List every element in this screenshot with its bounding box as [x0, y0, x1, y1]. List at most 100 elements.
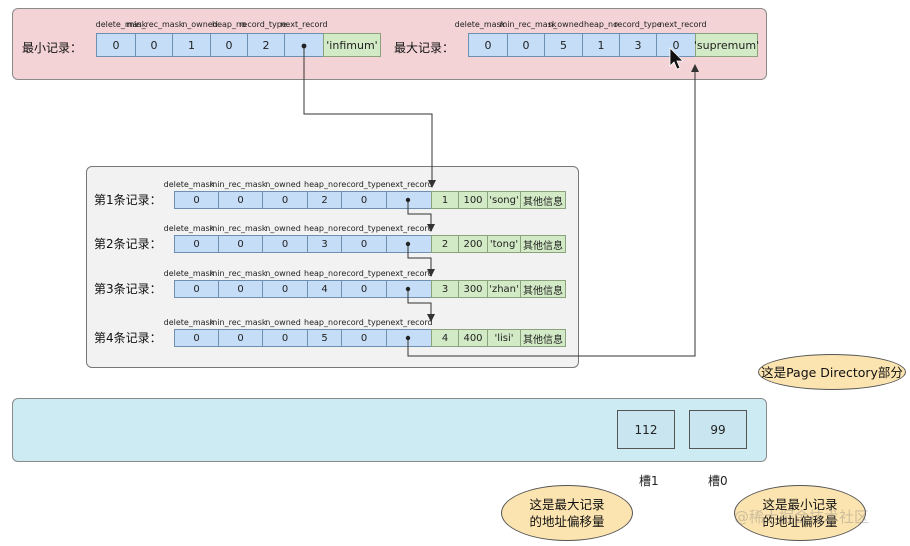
infimum-hdr-delete-mask: delete_mask — [95, 20, 147, 29]
record-1-label: 第1条记录： — [94, 193, 162, 207]
infimum-label: 最小记录： — [22, 41, 83, 55]
infimum-min-rec-mask: 0 — [135, 33, 173, 57]
supremum-hdr-min-rec-mask: min_rec_mask — [499, 20, 557, 29]
record-4-delete-mask: 0 — [174, 329, 219, 347]
supremum-name: 'supremum' — [694, 33, 759, 57]
record-1-hdr-n-owned: n_owned — [265, 180, 301, 189]
supremum-delete-mask: 0 — [468, 33, 508, 57]
supremum-hdr-heap-no: heap_no — [584, 20, 618, 29]
record-4-hdr-record-type: record_type — [338, 318, 386, 327]
infimum-delete-mask: 0 — [96, 33, 136, 57]
supremum-hdr-n-owned: n_owned — [548, 20, 584, 29]
infimum-hdr-record-type: record_type — [239, 20, 287, 29]
record-2-heap-no: 3 — [307, 235, 342, 253]
watermark: @稀土掘金技术社区 — [734, 508, 870, 526]
record-1-heap-no: 2 — [307, 191, 342, 209]
slot-1-label: 槽1 — [639, 474, 659, 488]
record-1-n-owned: 0 — [262, 191, 308, 209]
record-3-label: 第3条记录： — [94, 282, 162, 296]
record-4-other: 其他信息 — [520, 329, 566, 347]
supremum-next-record: 0 — [656, 33, 696, 57]
record-1-num: 100 — [458, 191, 488, 209]
record-1-hdr-heap-no: heap_no — [304, 180, 338, 189]
record-2-hdr-n-owned: n_owned — [265, 224, 301, 233]
record-3-hdr-heap-no: heap_no — [304, 269, 338, 278]
infimum-record-type: 2 — [247, 33, 285, 57]
record-4-hdr-n-owned: n_owned — [265, 318, 301, 327]
record-2-other: 其他信息 — [520, 235, 566, 253]
record-2-hdr-delete-mask: delete_mask — [163, 224, 215, 233]
record-1-hdr-next-record: next_record — [385, 180, 433, 189]
record-1-hdr-record-type: record_type — [338, 180, 386, 189]
infimum-hdr-n-owned: n_owned — [182, 20, 218, 29]
record-3-next-record — [386, 280, 432, 298]
record-4-heap-no: 5 — [307, 329, 342, 347]
record-4-hdr-min-rec-mask: min_rec_mask — [209, 318, 267, 327]
record-2-hdr-min-rec-mask: min_rec_mask — [209, 224, 267, 233]
record-2-id: 2 — [431, 235, 459, 253]
infimum-next-record — [284, 33, 324, 57]
record-4-num: 400 — [458, 329, 488, 347]
record-4-id: 4 — [431, 329, 459, 347]
record-4-record-type: 0 — [341, 329, 387, 347]
supremum-record-type: 3 — [619, 33, 657, 57]
record-2-hdr-heap-no: heap_no — [304, 224, 338, 233]
record-2-label: 第2条记录： — [94, 237, 162, 251]
record-4-min-rec-mask: 0 — [218, 329, 263, 347]
slot-0: 99 — [689, 410, 747, 449]
supremum-hdr-next-record: next_record — [659, 20, 707, 29]
max-offset-callout: 这是最大记录 的地址偏移量 — [501, 485, 633, 541]
supremum-heap-no: 1 — [582, 33, 620, 57]
record-1-text: 'song' — [487, 191, 521, 209]
record-3-delete-mask: 0 — [174, 280, 219, 298]
min-offset-callout: 这是最小记录 的地址偏移量 — [734, 485, 866, 541]
record-4-hdr-heap-no: heap_no — [304, 318, 338, 327]
record-2-delete-mask: 0 — [174, 235, 219, 253]
record-3-hdr-record-type: record_type — [338, 269, 386, 278]
record-1-hdr-delete-mask: delete_mask — [163, 180, 215, 189]
record-2-next-record — [386, 235, 432, 253]
record-2-hdr-next-record: next_record — [385, 224, 433, 233]
record-3-hdr-min-rec-mask: min_rec_mask — [209, 269, 267, 278]
record-3-min-rec-mask: 0 — [218, 280, 263, 298]
infimum-hdr-next-record: next_record — [280, 20, 328, 29]
record-4-n-owned: 0 — [262, 329, 308, 347]
supremum-label: 最大记录： — [394, 41, 455, 55]
record-3-heap-no: 4 — [307, 280, 342, 298]
record-3-record-type: 0 — [341, 280, 387, 298]
record-1-delete-mask: 0 — [174, 191, 219, 209]
min-offset-line-1: 这是最小记录 — [762, 497, 838, 512]
record-1-record-type: 0 — [341, 191, 387, 209]
record-1-hdr-min-rec-mask: min_rec_mask — [209, 180, 267, 189]
record-4-next-record — [386, 329, 432, 347]
record-4-hdr-delete-mask: delete_mask — [163, 318, 215, 327]
record-4-text: 'lisi' — [487, 329, 521, 347]
record-2-n-owned: 0 — [262, 235, 308, 253]
slot-0-label: 槽0 — [708, 474, 728, 488]
infimum-heap-no: 0 — [210, 33, 248, 57]
record-3-other: 其他信息 — [520, 280, 566, 298]
record-3-text: 'zhan' — [487, 280, 521, 298]
record-1-next-record — [386, 191, 432, 209]
record-4-hdr-next-record: next_record — [385, 318, 433, 327]
record-2-min-rec-mask: 0 — [218, 235, 263, 253]
record-1-other: 其他信息 — [520, 191, 566, 209]
record-2-hdr-record-type: record_type — [338, 224, 386, 233]
supremum-min-rec-mask: 0 — [507, 33, 545, 57]
record-3-hdr-next-record: next_record — [385, 269, 433, 278]
record-3-id: 3 — [431, 280, 459, 298]
page-directory-callout: 这是Page Directory部分 — [758, 354, 906, 390]
record-2-record-type: 0 — [341, 235, 387, 253]
record-3-num: 300 — [458, 280, 488, 298]
max-offset-line-1: 这是最大记录 — [529, 497, 605, 512]
record-2-num: 200 — [458, 235, 488, 253]
max-offset-line-2: 的地址偏移量 — [529, 514, 605, 529]
record-3-hdr-delete-mask: delete_mask — [163, 269, 215, 278]
supremum-hdr-record-type: record_type — [614, 20, 662, 29]
record-3-hdr-n-owned: n_owned — [265, 269, 301, 278]
record-1-min-rec-mask: 0 — [218, 191, 263, 209]
min-offset-line-2: 的地址偏移量 — [762, 514, 838, 529]
record-1-id: 1 — [431, 191, 459, 209]
record-2-text: 'tong' — [487, 235, 521, 253]
infimum-hdr-min-rec-mask: min_rec_mask — [126, 20, 184, 29]
